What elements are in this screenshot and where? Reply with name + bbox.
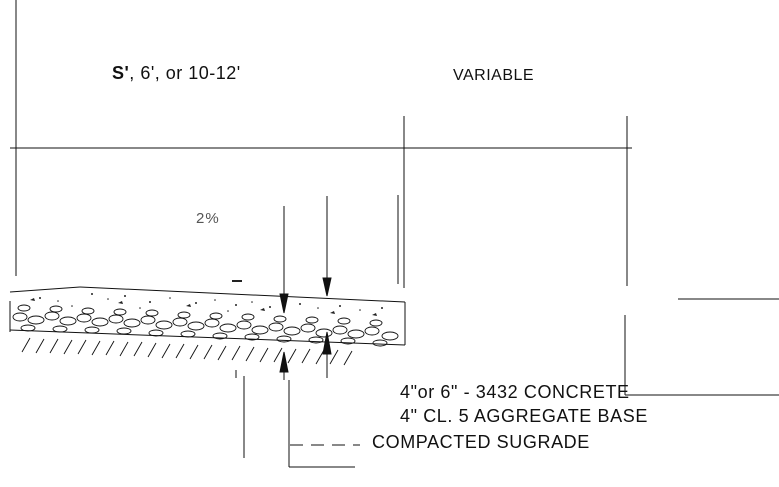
subgrade-arrowhead [279, 351, 289, 373]
subgrade-hatching [21, 337, 353, 366]
concrete-top-surface [79, 286, 406, 303]
cross-slope-label: 2% [196, 210, 220, 227]
aggregate-base-stones [12, 304, 399, 347]
walk-width-options: 6', or 10-12' [140, 63, 241, 83]
walk-width-dimension-label: S', 6', or 10-12' [112, 63, 241, 83]
subgrade-callout: COMPACTED SUGRADE [372, 432, 590, 452]
concrete-top-arrowhead [279, 293, 289, 314]
aggregate-base-callout: 4" CL. 5 AGGREGATE BASE [400, 406, 648, 426]
base-top-arrowhead [322, 277, 332, 297]
walk-width-prefix: S' [112, 63, 130, 83]
concrete-callout: 4"or 6" - 3432 CONCRETE [400, 382, 630, 402]
concrete-stipple [30, 280, 383, 316]
aggregate-bottom-line [9, 329, 406, 346]
variable-width-label: VARIABLE [453, 67, 535, 84]
